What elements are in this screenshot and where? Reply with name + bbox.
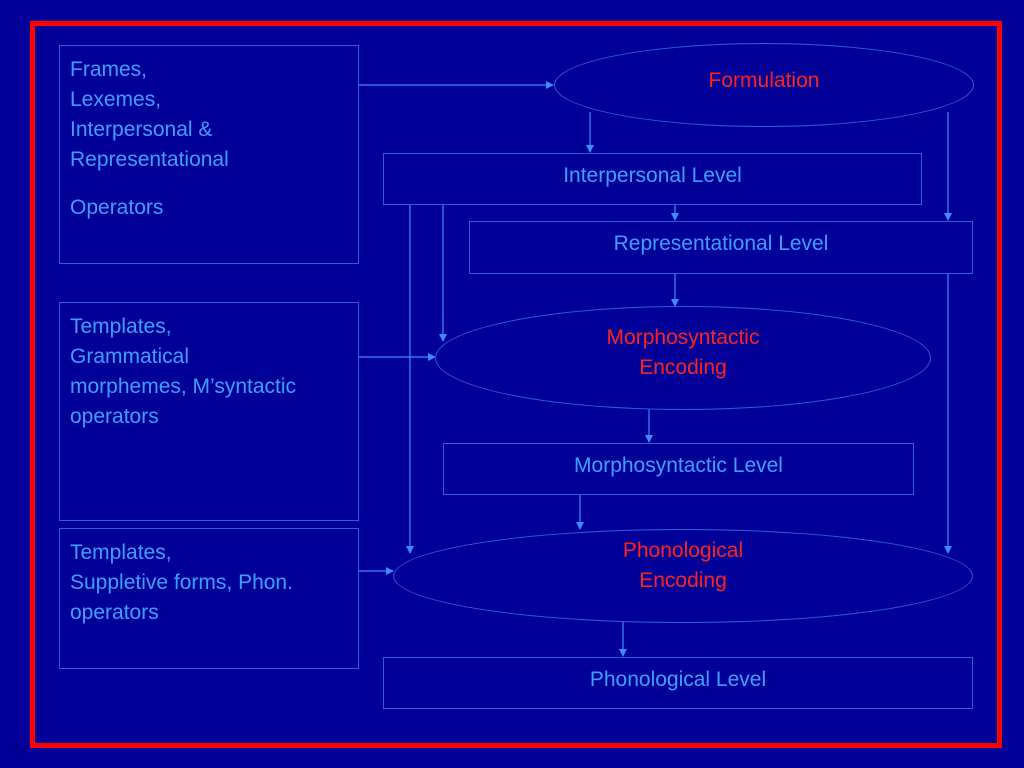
morphosyntactic-inputs-line: morphemes, M’syntactic bbox=[70, 375, 297, 398]
phonological-inputs-box: Templates, Suppletive forms, Phon. opera… bbox=[59, 528, 359, 669]
phonological-encoding-oval: Phonological Encoding bbox=[393, 529, 973, 623]
morphosyntactic-level-label: Morphosyntactic Level bbox=[574, 454, 783, 477]
interpersonal-level-label: Interpersonal Level bbox=[563, 164, 742, 187]
phonological-level-label: Phonological Level bbox=[589, 668, 767, 691]
phonological-inputs-line: Suppletive forms, Phon. bbox=[70, 571, 293, 594]
formulation-inputs-operators: Operators bbox=[70, 196, 164, 219]
phonological-encoding-label: Phonological bbox=[622, 539, 744, 562]
formulation-label: Formulation bbox=[708, 69, 820, 92]
slide-frame bbox=[30, 21, 1002, 748]
morphosyntactic-level-box: Morphosyntactic Level bbox=[443, 443, 914, 495]
formulation-inputs-line: Frames, bbox=[70, 58, 148, 81]
phonological-encoding-label: Encoding bbox=[639, 569, 727, 592]
morphosyntactic-inputs-line: Grammatical bbox=[70, 345, 190, 368]
morphosyntactic-inputs-box: Templates, Grammatical morphemes, M’synt… bbox=[59, 302, 359, 521]
phonological-level-box: Phonological Level bbox=[383, 657, 973, 709]
morphosyntactic-inputs-line: Templates, bbox=[70, 315, 172, 338]
phonological-inputs-line: Templates, bbox=[70, 541, 172, 564]
phonological-inputs-line: operators bbox=[70, 601, 159, 624]
morphosyntactic-encoding-oval: Morphosyntactic Encoding bbox=[435, 306, 931, 410]
morphosyntactic-inputs-line: operators bbox=[70, 405, 159, 428]
representational-level-box: Representational Level bbox=[469, 221, 973, 274]
formulation-inputs-line: Representational bbox=[70, 148, 229, 171]
representational-level-label: Representational Level bbox=[613, 232, 829, 255]
morphosyntactic-encoding-label: Encoding bbox=[639, 356, 727, 379]
interpersonal-level-box: Interpersonal Level bbox=[383, 153, 922, 205]
formulation-oval: Formulation bbox=[554, 43, 974, 127]
formulation-inputs-line: Interpersonal & bbox=[70, 118, 213, 141]
formulation-inputs-box: Frames, Lexemes, Interpersonal & Represe… bbox=[59, 45, 359, 264]
formulation-inputs-line: Lexemes, bbox=[70, 88, 162, 111]
morphosyntactic-encoding-label: Morphosyntactic bbox=[606, 326, 760, 349]
